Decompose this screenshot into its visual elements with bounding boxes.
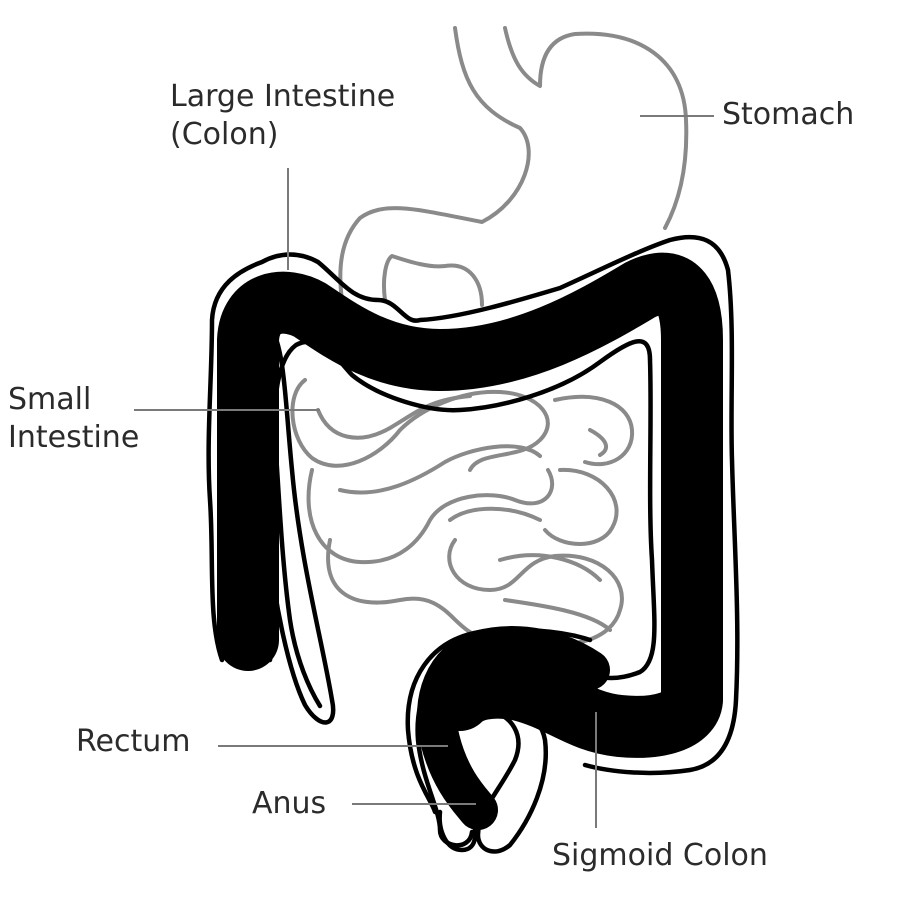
large-intestine-shape [206,234,740,776]
label-intestine: Intestine [8,420,140,455]
label-colon: (Colon) [170,117,279,152]
label-anus: Anus [252,786,327,821]
label-stomach: Stomach [722,97,855,132]
label-sigmoid-colon: Sigmoid Colon [552,838,768,873]
label-large-intestine: Large Intestine [170,79,396,114]
small-intestine-shape [290,378,635,646]
anus-shape [437,809,478,853]
stomach-shape [338,26,689,307]
label-small: Small [8,382,92,417]
label-rectum: Rectum [76,724,191,759]
